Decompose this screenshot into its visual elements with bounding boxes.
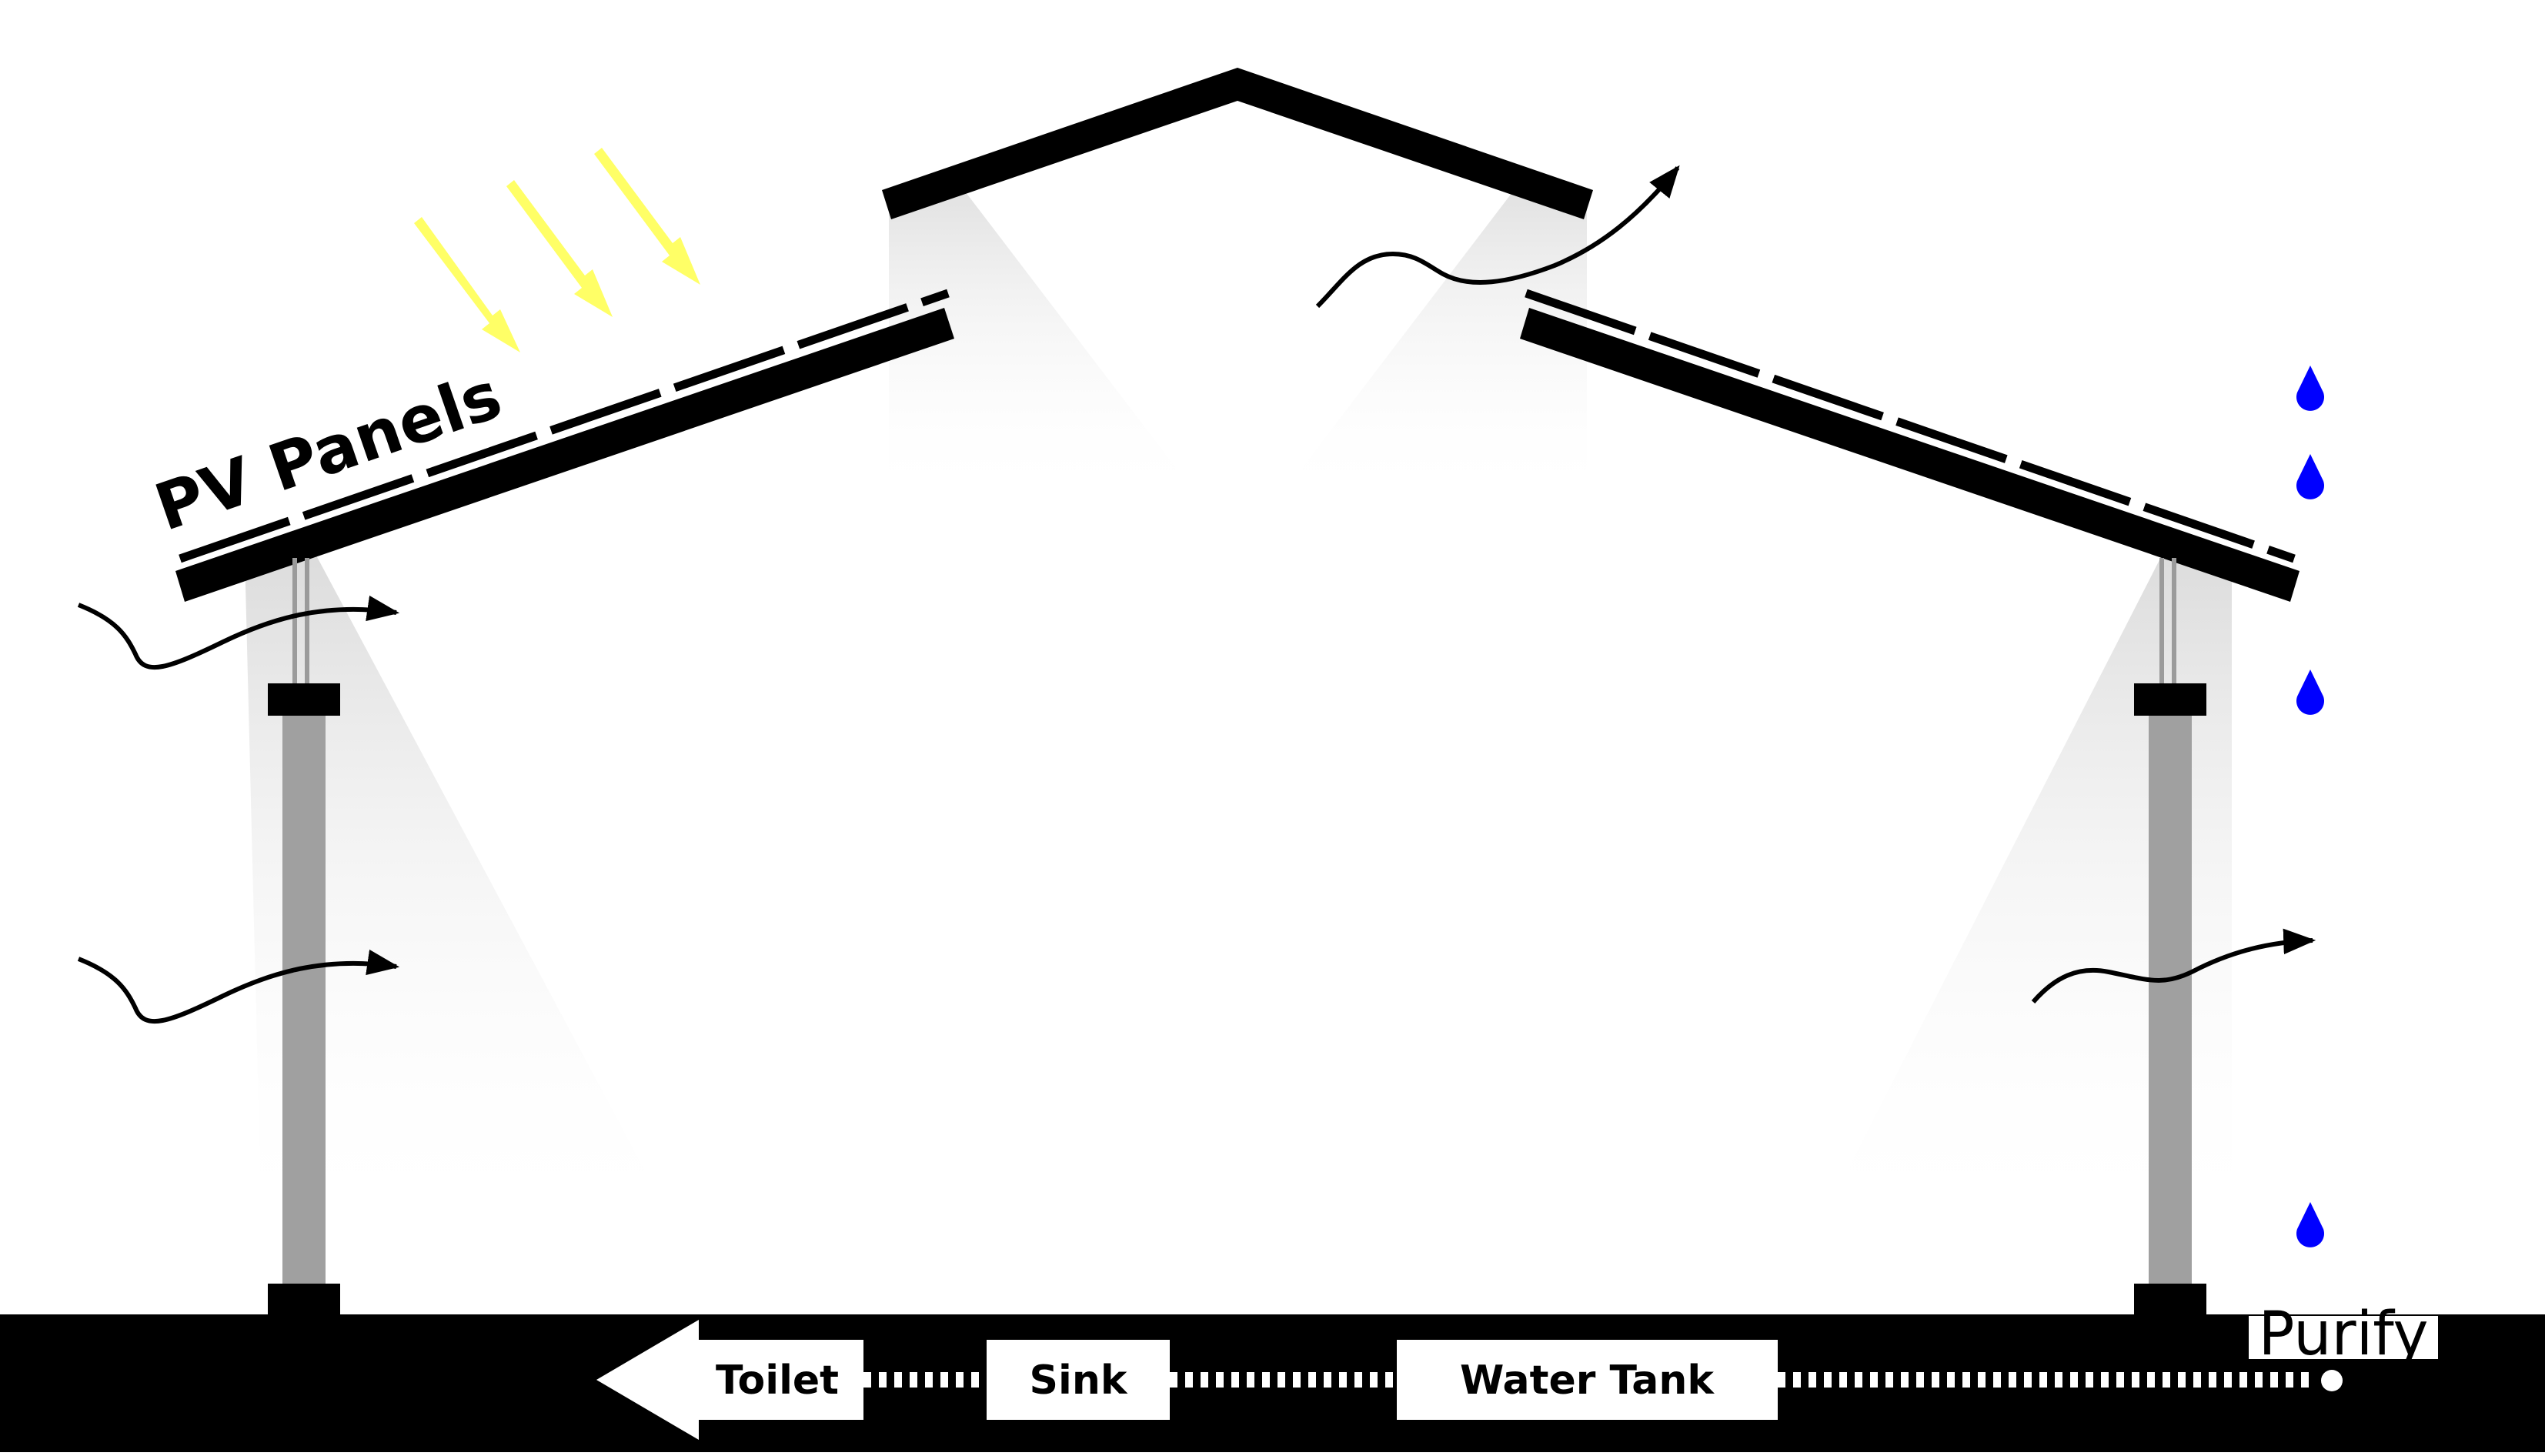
left-post-upper-b [305,558,309,684]
light-wedge-top-left [889,192,1201,500]
right-sloped-roof [1520,308,2300,602]
raindrop-icon-1 [2296,366,2324,411]
purify-label: Purify [2258,1300,2428,1369]
right-column-cap [2134,683,2206,716]
ridge-roof [882,68,1593,219]
water-pipe [863,1370,2343,1391]
sink-box: Sink [987,1340,1170,1420]
left-column-shaft [282,716,326,1285]
airflow-left-lower-icon [77,949,400,1024]
raindrop-icon-4 [2296,1202,2324,1247]
right-column-shaft [2149,716,2192,1285]
raindrop-icon-3 [2296,670,2324,715]
left-pv-panels [179,289,950,563]
right-column [2134,558,2206,1317]
toilet-box: Toilet [596,1320,863,1440]
left-column [268,558,340,1317]
light-wedge-top-right [1278,192,1587,500]
raindrop-icon-2 [2296,454,2324,499]
airflow-left-upper-icon [77,595,400,670]
airflow-arrows [77,165,2316,1024]
light-wedge-right-wall [1816,554,2232,1231]
right-column-base [2134,1284,2206,1317]
sink-label: Sink [1030,1357,1128,1404]
pv-panels-label: PV Panels [146,357,511,546]
water-tank-label: Water Tank [1460,1357,1715,1404]
right-pv-panels [1525,289,2296,563]
left-column-base [268,1284,340,1317]
left-post-upper-a [292,558,297,684]
airflow-ridge-exhaust-icon [1315,165,1680,309]
light-wedge-left-wall [245,554,677,1231]
sun-rays-icon [414,148,700,352]
light-shade-wedges [245,192,2232,1231]
purify-box: Purify [2249,1300,2438,1369]
airflow-right-lower-icon [2031,928,2316,1004]
water-tank-box: Water Tank [1397,1340,1778,1420]
pipe-inlet-node [2321,1370,2343,1391]
left-sloped-roof [175,308,954,602]
raindrops [2296,366,2324,1247]
right-post-upper-a [2159,558,2164,684]
toilet-label: Toilet [716,1357,839,1404]
left-column-cap [268,683,340,716]
right-post-upper-b [2172,558,2176,684]
